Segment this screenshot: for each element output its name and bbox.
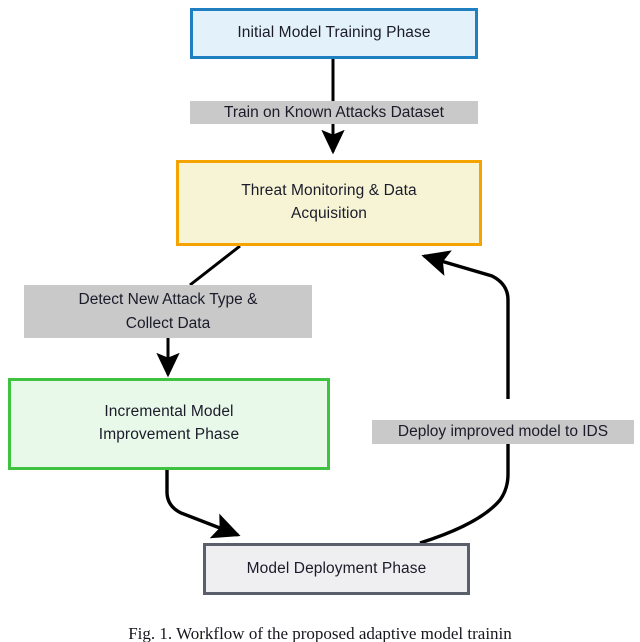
node-model-deployment-phase[interactable]: Model Deployment Phase	[203, 543, 470, 595]
edge-label-deploy-improved-model-to-ids: Deploy improved model to IDS	[372, 420, 634, 444]
node-incremental-model-improvement-phase[interactable]: Incremental Model Improvement Phase	[8, 378, 330, 470]
figure-caption: Fig. 1. Workflow of the proposed adaptiv…	[128, 624, 512, 642]
edge-label-detect-new-attack-type-collect-data: Detect New Attack Type & Collect Data	[24, 285, 312, 338]
node-threat-monitoring-data-acquisition[interactable]: Threat Monitoring & Data Acquisition	[176, 160, 482, 246]
edge-deploy-label-to-monitoring	[421, 250, 510, 399]
edge-incremental-to-deployment	[165, 470, 241, 539]
edge-monitoring-to-detect-label	[189, 244, 241, 287]
edge-label-train-on-known-attacks-dataset: Train on Known Attacks Dataset	[190, 101, 478, 124]
node-initial-model-training-phase[interactable]: Initial Model Training Phase	[190, 8, 478, 59]
